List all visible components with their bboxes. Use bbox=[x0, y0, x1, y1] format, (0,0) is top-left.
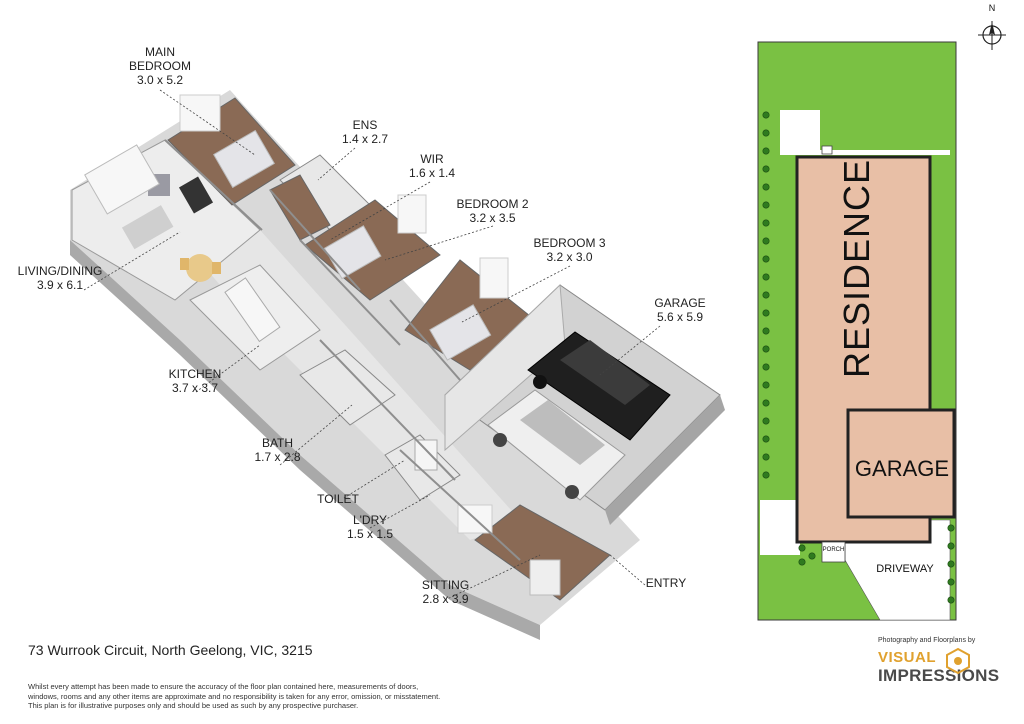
room-label-wir: WIR 1.6 x 1.4 bbox=[397, 152, 467, 180]
property-address: 73 Wurrook Circuit, North Geelong, VIC, … bbox=[28, 642, 313, 658]
brand-word-1: VISUAL bbox=[878, 649, 937, 666]
ens-wir-area bbox=[269, 154, 371, 241]
room-name: ENS bbox=[352, 118, 378, 132]
room-label-ens: ENS 1.4 x 2.7 bbox=[330, 118, 400, 146]
site-path-left bbox=[760, 500, 800, 555]
room-label-sitting: SITTING 2.8 x 3.9 bbox=[408, 578, 483, 606]
room-name: SITTING bbox=[421, 578, 470, 592]
brand-credit: Photography and Floorplans by bbox=[878, 637, 976, 644]
brand-logo: VISUAL IMPRESSIONS bbox=[878, 647, 1008, 689]
leader-lines bbox=[83, 89, 661, 601]
room-dims: 1.5 x 1.5 bbox=[346, 527, 394, 541]
room-label-toilet: TOILET bbox=[308, 492, 368, 506]
wet-areas bbox=[299, 349, 461, 501]
room-label-main-bedroom: MAIN BEDROOM 3.0 x 5.2 bbox=[120, 45, 200, 87]
room-name: WIR bbox=[420, 152, 444, 166]
room-name: LIVING/DINING bbox=[17, 264, 103, 278]
site-porch bbox=[821, 541, 846, 563]
room-label-kitchen: KITCHEN 3.7 x 3.7 bbox=[155, 367, 235, 395]
room-label-living-dining: LIVING/DINING 3.9 x 6.1 bbox=[10, 264, 110, 292]
brand-word-2: IMPRESSIONS bbox=[878, 666, 1000, 685]
room-dims: 2.8 x 3.9 bbox=[422, 592, 469, 606]
car-black bbox=[527, 331, 671, 441]
room-dims: 3.7 x 3.7 bbox=[171, 381, 219, 395]
room-dims: 1.4 x 2.7 bbox=[341, 132, 389, 146]
room-label-garage: GARAGE 5.6 x 5.9 bbox=[640, 296, 720, 324]
car-white bbox=[487, 389, 626, 501]
room-dims: 1.6 x 1.4 bbox=[408, 166, 456, 180]
room-label-ldry: L'DRY 1.5 x 1.5 bbox=[335, 513, 405, 541]
site-hedge-right bbox=[798, 524, 955, 604]
site-plan bbox=[757, 41, 957, 621]
main-bedroom-area bbox=[167, 94, 296, 206]
site-garage-label: GARAGE bbox=[854, 456, 950, 481]
room-label-bath: BATH 1.7 x 2.8 bbox=[240, 436, 315, 464]
room-name: KITCHEN bbox=[168, 367, 222, 381]
room-name: L'DRY bbox=[352, 513, 388, 527]
room-dims: 3.2 x 3.0 bbox=[546, 250, 593, 264]
room-dims: 3.0 x 5.2 bbox=[136, 73, 184, 87]
kitchen-area bbox=[189, 264, 321, 371]
room-label-bedroom-3: BEDROOM 3 3.2 x 3.0 bbox=[522, 236, 617, 264]
site-porch-label: PORCH bbox=[822, 547, 845, 553]
room-name: ENTRY bbox=[645, 576, 687, 590]
room-dims: 1.7 x 2.8 bbox=[254, 450, 301, 464]
room-name: GARAGE bbox=[654, 296, 706, 310]
room-name-line2: BEDROOM bbox=[128, 59, 191, 73]
site-path-top bbox=[780, 110, 950, 155]
site-residence-label: RESIDENCE bbox=[836, 158, 877, 378]
room-name: BATH bbox=[261, 436, 294, 450]
room-dims: 5.6 x 5.9 bbox=[656, 310, 704, 324]
camera-aperture-icon bbox=[946, 647, 970, 675]
room-name: MAIN bbox=[145, 45, 175, 59]
room-dims: 3.2 x 3.5 bbox=[469, 211, 516, 225]
compass-label: N bbox=[988, 3, 996, 13]
site-hedge-left bbox=[762, 111, 770, 479]
living-dining-area bbox=[71, 139, 261, 301]
room-name: BEDROOM 3 bbox=[533, 236, 606, 250]
room-label-bedroom-2: BEDROOM 2 3.2 x 3.5 bbox=[445, 197, 540, 225]
site-garage bbox=[846, 408, 956, 519]
interior-walls bbox=[164, 139, 521, 561]
disclaimer-text: Whilst every attempt has been made to en… bbox=[28, 682, 441, 710]
compass-icon bbox=[978, 21, 1006, 50]
room-name: TOILET bbox=[317, 492, 359, 506]
room-name: BEDROOM 2 bbox=[456, 197, 529, 211]
room-dims: 3.9 x 6.1 bbox=[36, 278, 84, 292]
room-label-entry: ENTRY bbox=[636, 576, 696, 590]
site-driveway-label: DRIVEWAY bbox=[876, 563, 934, 575]
site-entry-marker bbox=[821, 145, 833, 155]
